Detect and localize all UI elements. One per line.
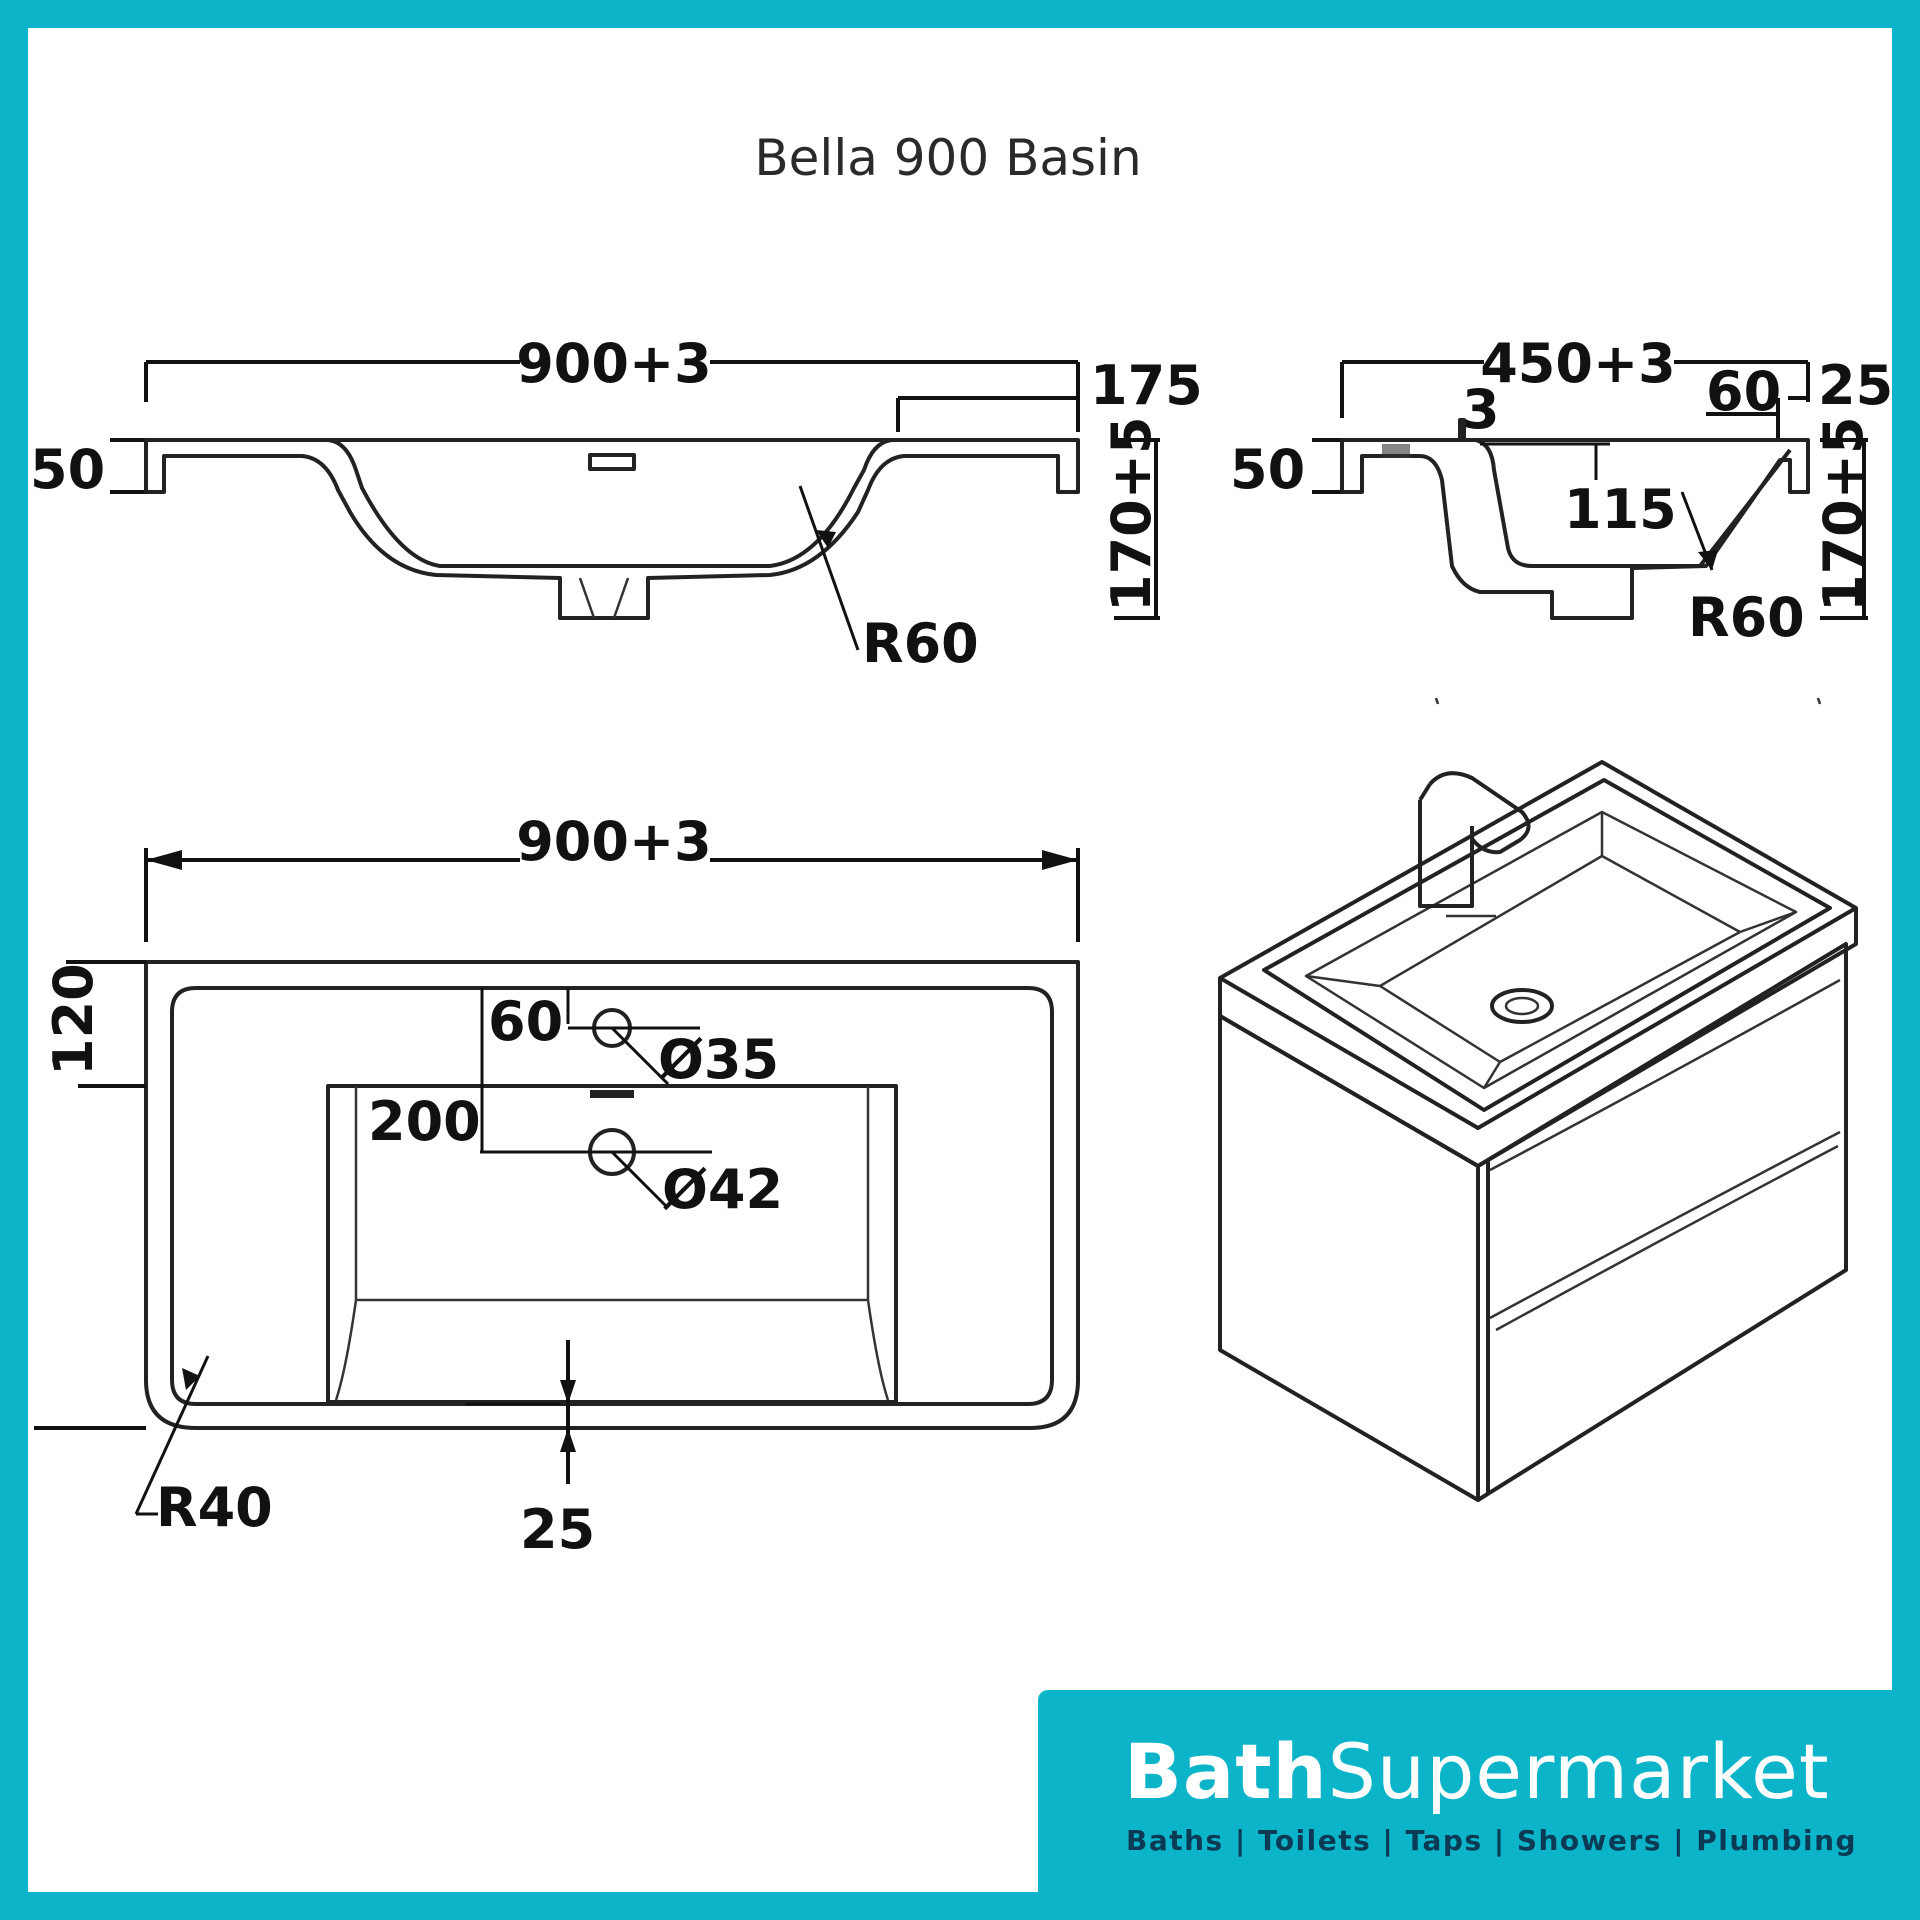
side-offset-25-label: 25 [1818,354,1893,417]
plan-waste-hole-label: Ø42 [662,1158,783,1221]
side-offset-3-label: 3 [1462,378,1500,441]
drain-icon [1490,988,1554,1024]
side-view: 450+3 3 60 25 50 115 R60 170+5 [1230,330,1893,649]
brand-logo: BathSupermarket [1124,1732,1830,1812]
brand-panel: BathSupermarket Baths | Toilets | Taps |… [1038,1690,1894,1892]
brand-name-bold: Bath [1124,1727,1328,1816]
side-total-height-label: 170+5 [1812,416,1875,612]
plan-waste-offset-label: 200 [368,1090,481,1153]
vanity-unit-illustration [1218,697,1858,1502]
front-view: 900+3 175 50 R60 170+5 [30,330,1203,675]
plan-tap-hole-label: Ø35 [658,1028,779,1091]
plan-width-label: 900+3 [516,810,712,873]
front-width-label: 900+3 [516,332,712,395]
front-total-height-label: 170+5 [1100,416,1163,612]
page-title: Bella 900 Basin [754,129,1141,187]
plan-rim-depth-label: 120 [42,963,105,1076]
front-rim-height-label: 50 [30,438,105,501]
plan-view: 900+3 120 60 Ø35 200 Ø42 R40 [34,810,1080,1561]
front-right-depth-label: 175 [1090,354,1203,417]
front-radius-label: R60 [862,612,979,675]
side-inner-height-label: 115 [1564,478,1677,541]
side-radius-label: R60 [1688,586,1805,649]
plan-front-edge-label: 25 [520,1498,595,1561]
side-depth-label: 450+3 [1480,332,1676,395]
plan-tap-offset-label: 60 [488,990,563,1053]
mixer-tap-icon [1418,771,1531,918]
side-rim-height-label: 50 [1230,438,1305,501]
brand-name-light: Supermarket [1327,1727,1830,1816]
plan-corner-radius-label: R40 [156,1476,273,1539]
side-offset-60-label: 60 [1706,360,1781,423]
brand-tagline: Baths | Toilets | Taps | Showers | Plumb… [1126,1824,1858,1857]
